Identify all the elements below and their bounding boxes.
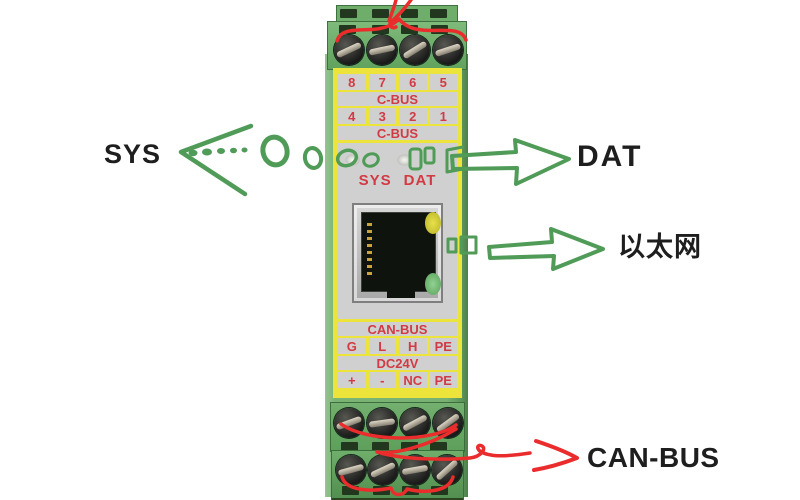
terminal-screw <box>367 408 397 438</box>
terminal-screw <box>433 35 463 65</box>
canbus-annotation-label: CAN-BUS <box>587 442 720 473</box>
terminal-slot <box>342 486 359 495</box>
pin-label: H <box>399 338 427 354</box>
pin-label: L <box>368 338 396 354</box>
pin-label: 3 <box>368 108 396 124</box>
terminal-slot <box>340 9 357 18</box>
rj45-ethernet-port <box>352 203 443 303</box>
pin-label: NC <box>399 372 427 388</box>
ethernet-annotation-label: 以太网 <box>618 232 702 262</box>
terminal-slot <box>431 25 448 34</box>
terminal-screw <box>334 35 364 65</box>
terminal-slot <box>431 486 448 495</box>
canbus-label: CAN-BUS <box>338 322 457 336</box>
pin-number-row: 8 7 6 5 <box>338 74 457 90</box>
sys-led-label: SYS <box>358 172 392 189</box>
pin-label: 5 <box>429 74 457 90</box>
pin-label: 6 <box>399 74 427 90</box>
doodle-ring <box>260 134 290 168</box>
terminal-slot <box>372 9 389 18</box>
terminal-screw <box>433 408 463 438</box>
rj45-green-led <box>425 273 441 295</box>
terminal-slot <box>339 25 356 34</box>
terminal-slot <box>373 486 390 495</box>
pin-label: 7 <box>368 74 396 90</box>
dat-block-arrow <box>450 138 571 186</box>
sys-led <box>346 155 359 165</box>
terminal-screw <box>400 35 430 65</box>
pin-label: PE <box>429 372 457 388</box>
pin-label: + <box>338 372 366 388</box>
terminal-slot <box>401 9 418 18</box>
canbus-arrowhead <box>532 439 579 472</box>
pin-label: 8 <box>338 74 366 90</box>
rj45-gold-pins <box>367 223 372 277</box>
terminal-screw <box>336 455 366 485</box>
pin-label: PE <box>429 338 457 354</box>
pin-label: 1 <box>429 108 457 124</box>
sys-arrow-doodle <box>178 123 254 197</box>
bus-label-row: C-BUS <box>338 126 457 140</box>
terminal-screw <box>367 35 397 65</box>
terminal-screw <box>368 455 398 485</box>
panel-middle: SYS DAT <box>338 143 457 319</box>
rj45-yellow-led <box>425 212 441 234</box>
dat-annotation-label: DAT <box>577 140 643 173</box>
bus-label-row: CAN-BUS <box>338 322 457 336</box>
cbus-label: C-BUS <box>338 92 457 106</box>
rj45-latch-slot <box>387 289 415 298</box>
terminal-slot <box>401 25 418 34</box>
terminal-screw <box>400 455 430 485</box>
led-labels: SYS DAT <box>338 172 457 189</box>
pin-label: 2 <box>399 108 427 124</box>
pin-label: - <box>368 372 396 388</box>
terminal-screw <box>400 408 430 438</box>
dat-led <box>398 155 411 165</box>
terminal-slot <box>341 442 358 451</box>
power-pin-row: + - NC PE <box>338 372 457 388</box>
pin-number-row: 4 3 2 1 <box>338 108 457 124</box>
signal-pin-row: G L H PE <box>338 338 457 354</box>
terminal-slot <box>430 9 447 18</box>
cbus-label: C-BUS <box>338 126 457 140</box>
bottom-terminal-block-1 <box>330 402 465 452</box>
dat-led-label: DAT <box>403 172 437 189</box>
top-terminal-block <box>327 21 467 70</box>
ethernet-block-arrow <box>487 227 605 271</box>
label-panel: 8 7 6 5 C-BUS 4 3 2 1 C-BUS SYS DAT <box>333 68 462 398</box>
terminal-slot <box>372 25 389 34</box>
bottom-terminal-block-2 <box>331 450 464 500</box>
sys-annotation-label: SYS <box>104 139 162 169</box>
doodle-ring <box>302 146 324 170</box>
power-label-row: DC24V <box>338 356 457 370</box>
terminal-screw <box>334 408 364 438</box>
pin-label: 4 <box>338 108 366 124</box>
pin-label: G <box>338 338 366 354</box>
dc24v-label: DC24V <box>338 356 457 370</box>
terminal-screw <box>432 455 462 485</box>
terminal-slot <box>402 486 419 495</box>
sys-dotted-trail <box>188 147 248 157</box>
bus-label-row: C-BUS <box>338 92 457 106</box>
